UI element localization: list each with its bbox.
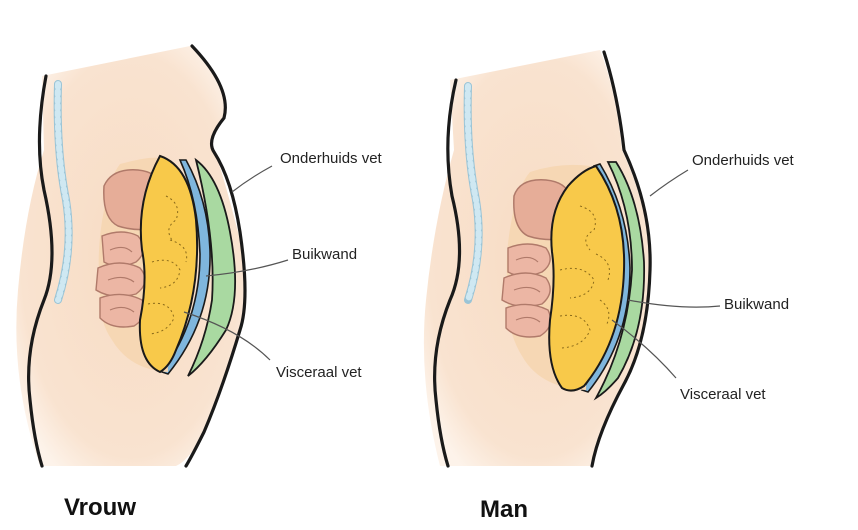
female-leader-visceral [183, 311, 271, 361]
male-label-visceral-fat: Visceraal vet [680, 386, 766, 403]
female-caption: Vrouw [64, 494, 137, 521]
female-front-outline [184, 44, 247, 468]
male-visceral-fat [548, 164, 626, 392]
male-leader-abdominal-wall [627, 299, 721, 308]
female-figure [16, 44, 247, 468]
female-leader-abdominal-wall [205, 259, 289, 277]
female-label-subcutaneous-fat: Onderhuids vet [280, 150, 382, 167]
female-subcutaneous-fat [187, 157, 237, 377]
male-figure [423, 50, 652, 468]
female-back-outline [27, 74, 54, 468]
male-label-abdominal-wall: Buikwand [724, 296, 790, 313]
male-label-subcutaneous-fat: Onderhuids vet [692, 152, 794, 169]
male-front-outline [590, 50, 652, 468]
male-caption: Man [480, 496, 528, 523]
male-leader-visceral [611, 319, 677, 379]
female-visceral-fat [138, 154, 199, 374]
female-label-abdominal-wall: Buikwand [292, 246, 358, 263]
female-leader-subcutaneous [231, 165, 273, 193]
male-leader-subcutaneous [649, 169, 689, 197]
female-intestines [95, 231, 146, 328]
male-intestines [501, 243, 552, 338]
male-subcutaneous-fat [593, 161, 646, 401]
female-label-visceral-fat: Visceraal vet [276, 364, 362, 381]
female-abdominal-wall [160, 159, 211, 375]
male-back-outline [433, 78, 462, 468]
